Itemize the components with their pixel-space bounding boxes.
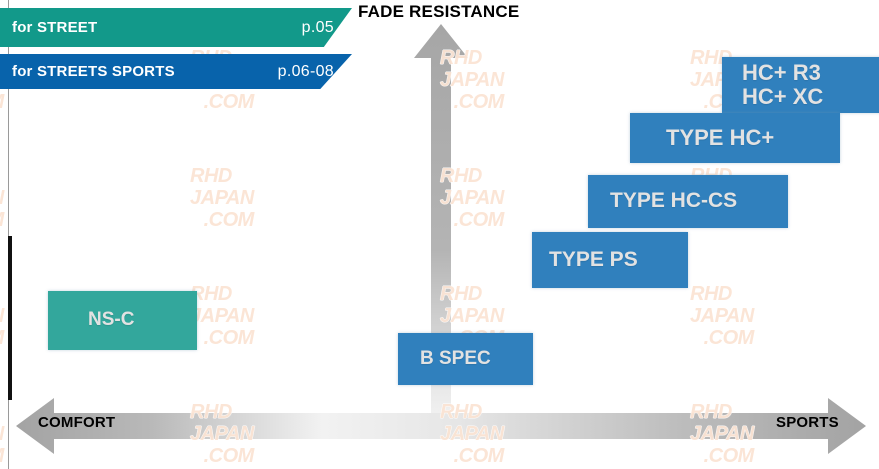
product-box-hc-plus-r3-xc[interactable]: HC+ R3 HC+ XC xyxy=(722,57,879,113)
banner-page-reference: p.06-08 xyxy=(277,62,334,80)
axis-label-fade-resistance: FADE RESISTANCE xyxy=(358,2,520,21)
watermark-line-3: .COM xyxy=(0,446,4,466)
watermark-line-1: RHD xyxy=(0,166,4,186)
left-margin-rule-thick xyxy=(8,236,12,400)
watermark-line-2: JAPAN xyxy=(0,424,4,444)
banner-title: for STREET xyxy=(12,19,98,36)
watermark-text: RHD JAPAN .COM xyxy=(0,402,4,466)
watermark-text: RHD JAPAN .COM xyxy=(0,166,4,230)
watermark-line-3: .COM xyxy=(203,209,255,231)
product-box-type-hc-plus[interactable]: TYPE HC+ xyxy=(630,113,840,163)
fade-resistance-arrow-icon xyxy=(414,24,468,434)
product-box-type-ps[interactable]: TYPE PS xyxy=(532,232,688,288)
product-label: TYPE HC-CS xyxy=(610,189,738,213)
watermark-line-3: .COM xyxy=(703,327,755,349)
watermark-line-3: .COM xyxy=(0,92,4,112)
watermark-line-1: RHD xyxy=(690,283,732,305)
watermark-line-2: JAPAN xyxy=(190,187,254,209)
watermark-line-2: JAPAN xyxy=(190,305,254,327)
product-box-b-spec[interactable]: B SPEC xyxy=(398,333,533,385)
banner-for-streets-sports[interactable]: for STREETS SPORTS p.06-08 xyxy=(0,54,352,89)
watermark-line-1: RHD xyxy=(0,402,4,422)
watermark-line-1: RHD xyxy=(190,165,232,187)
banner-for-street[interactable]: for STREET p.05 xyxy=(0,8,352,47)
comfort-sports-arrow-icon xyxy=(16,398,866,454)
banner-page-reference: p.05 xyxy=(301,18,334,36)
watermark-line-3: .COM xyxy=(203,327,255,349)
watermark-line-2: JAPAN xyxy=(0,306,4,326)
left-margin-rule-thin xyxy=(8,0,9,469)
watermark-line-1: RHD xyxy=(190,283,232,305)
axis-label-sports: SPORTS xyxy=(776,414,839,431)
product-box-ns-c[interactable]: NS-C xyxy=(48,291,197,350)
product-label: NS-C xyxy=(88,309,135,331)
watermark-line-3: .COM xyxy=(0,328,4,348)
watermark-line-2: JAPAN xyxy=(690,305,754,327)
axis-label-comfort: COMFORT xyxy=(38,414,116,431)
watermark-line-3: .COM xyxy=(203,91,255,113)
product-label: TYPE PS xyxy=(549,247,638,271)
product-label: B SPEC xyxy=(420,347,491,369)
banner-title: for STREETS SPORTS xyxy=(12,63,175,80)
watermark-line-1: RHD xyxy=(0,284,4,304)
product-label: HC+ R3 HC+ XC xyxy=(742,60,824,109)
watermark-line-2: JAPAN xyxy=(0,188,4,208)
watermark-text: RHD JAPAN .COM xyxy=(0,284,4,348)
product-box-type-hc-cs[interactable]: TYPE HC-CS xyxy=(588,175,788,228)
watermark-line-3: .COM xyxy=(0,210,4,230)
product-label: TYPE HC+ xyxy=(666,125,775,151)
